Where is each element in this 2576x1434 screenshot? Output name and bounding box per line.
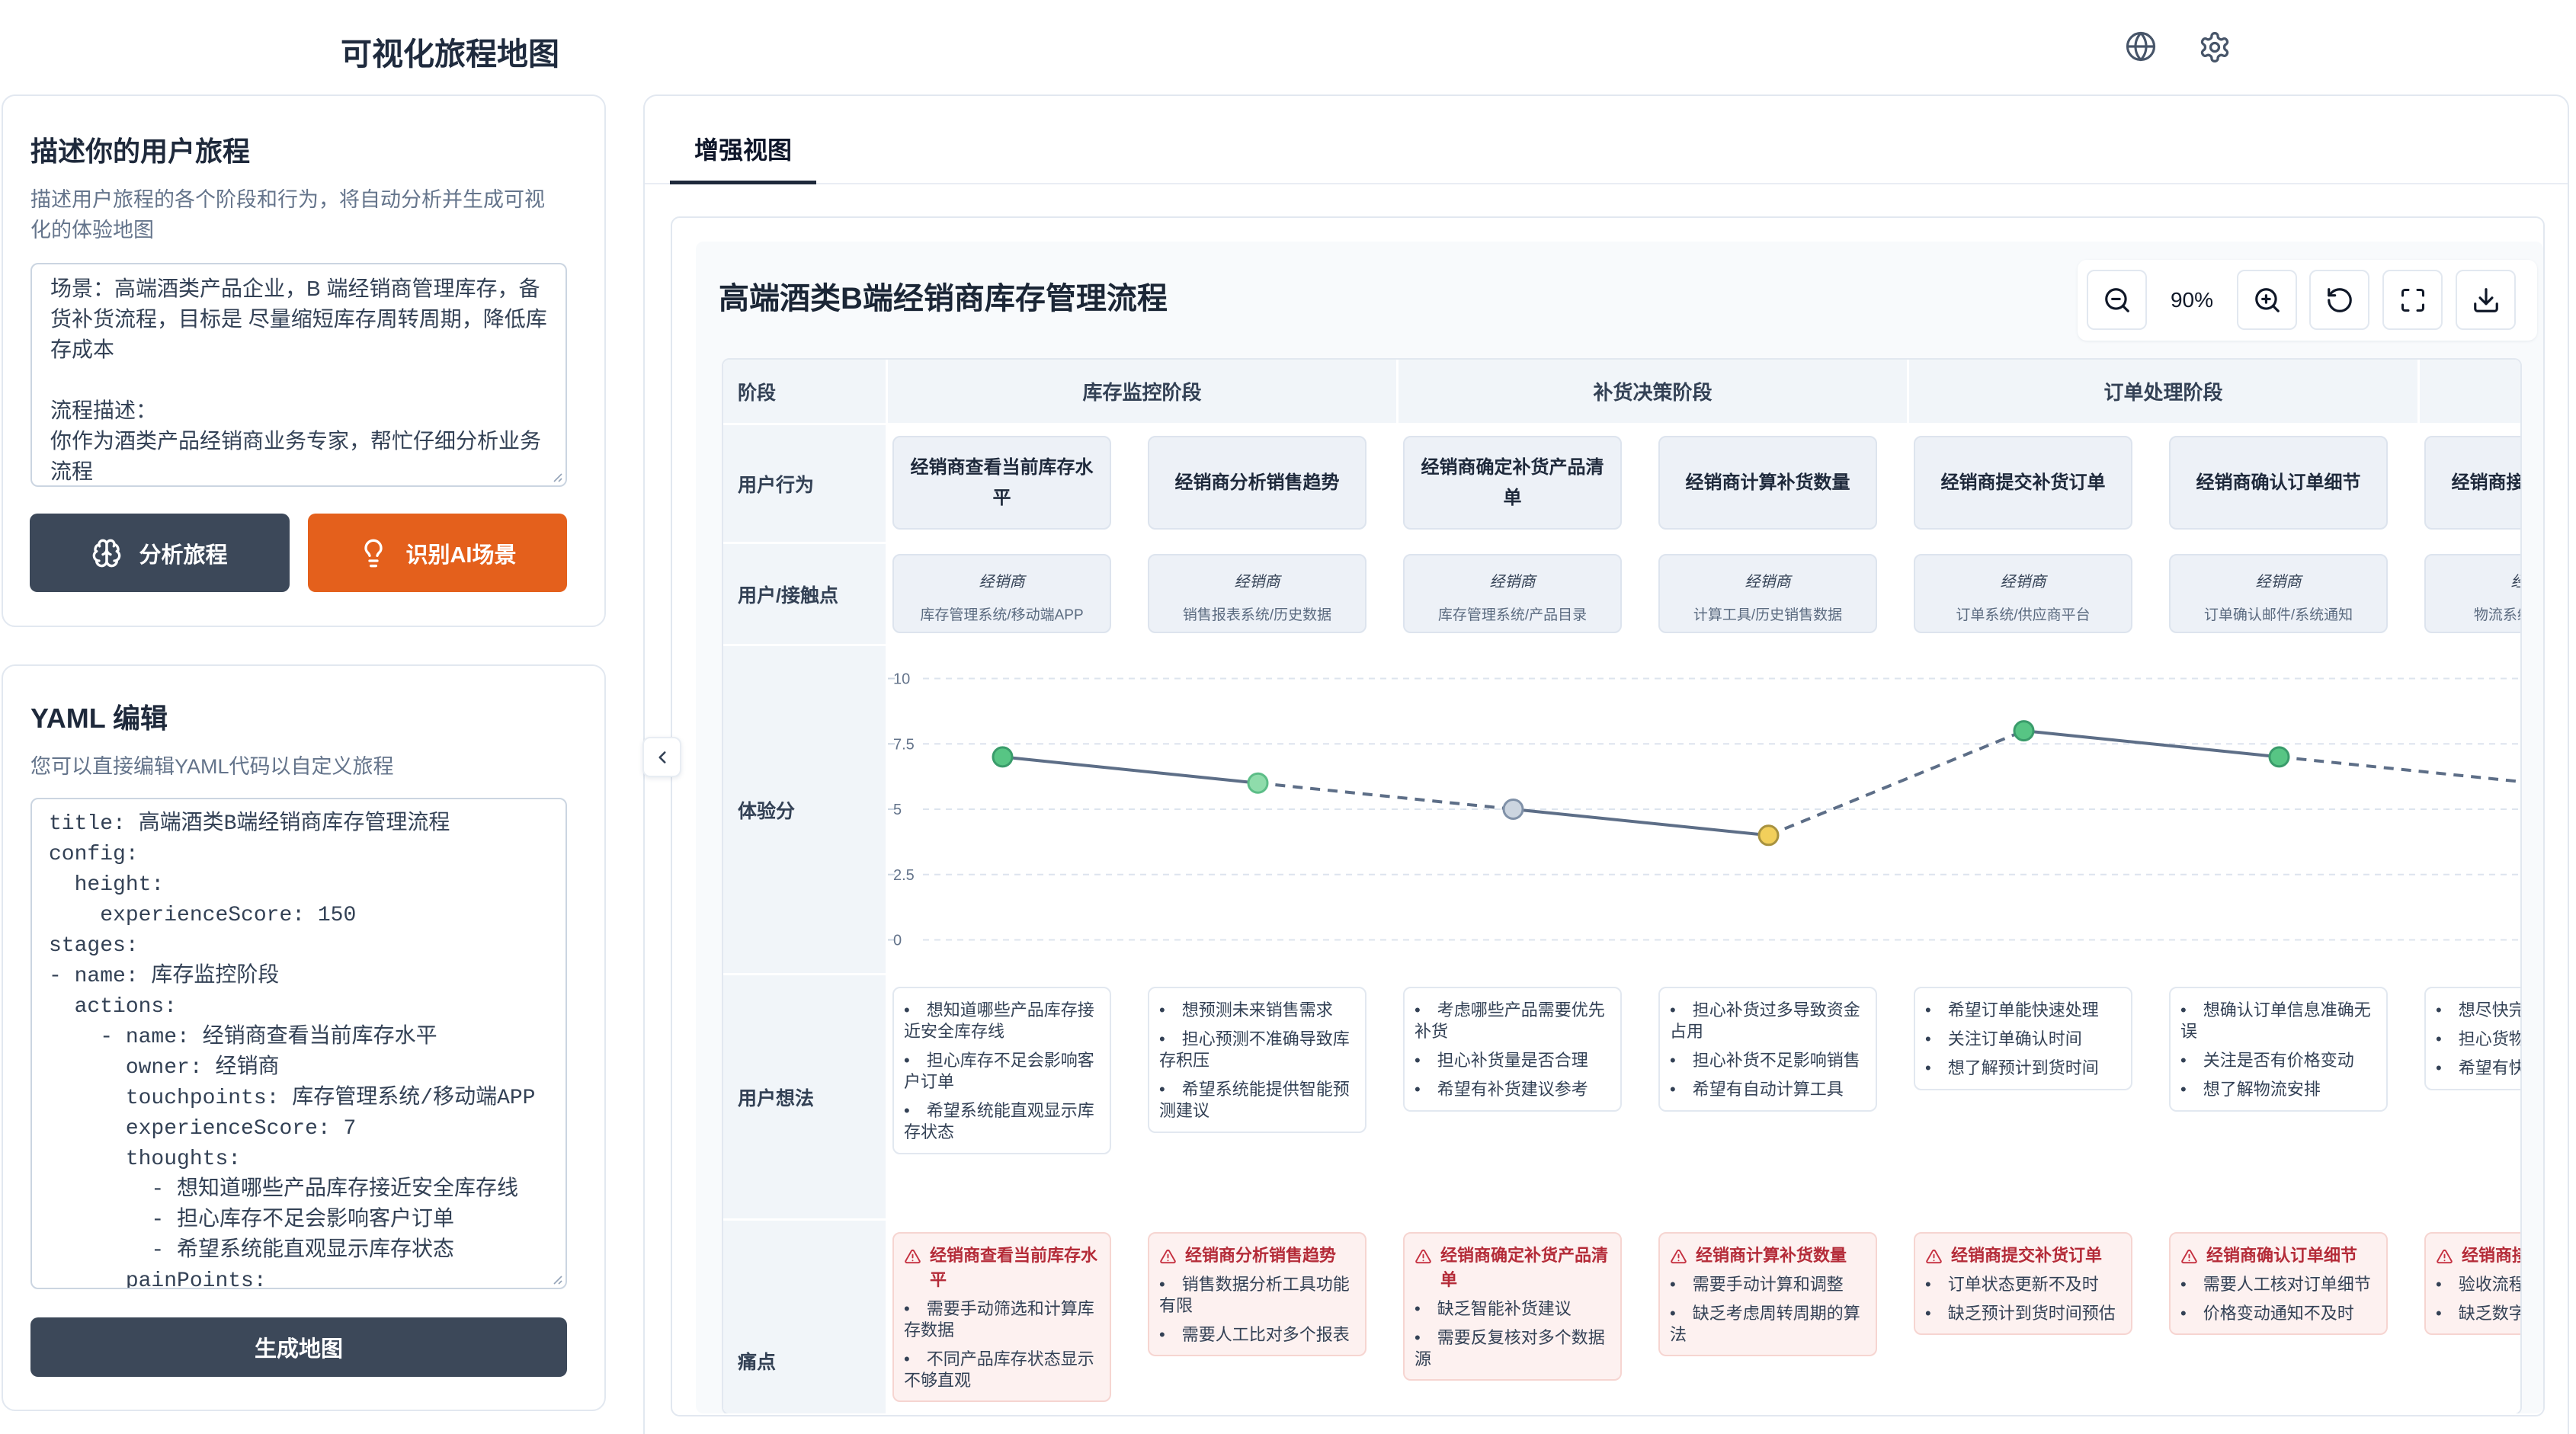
svg-text:7.5: 7.5 <box>893 736 915 753</box>
svg-text:0: 0 <box>893 933 902 949</box>
svg-text:10: 10 <box>893 671 910 688</box>
svg-text:5: 5 <box>893 802 902 818</box>
svg-text:2.5: 2.5 <box>893 867 915 884</box>
